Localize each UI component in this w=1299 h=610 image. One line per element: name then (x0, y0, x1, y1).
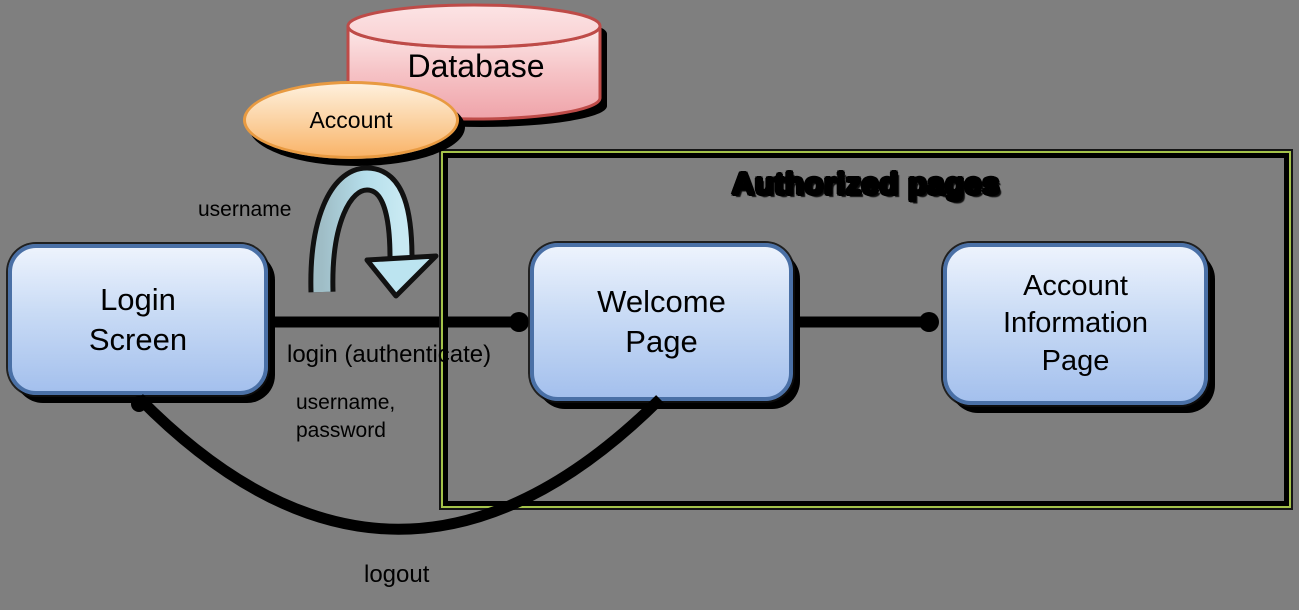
account-entity: Account (243, 81, 459, 159)
database-label: Database (407, 48, 545, 84)
curved-arrow-icon (308, 165, 439, 299)
edge-endpoint-dot-logout (131, 396, 147, 412)
edge-logout (135, 394, 664, 535)
edge-endpoint-dot-welcome (509, 312, 529, 332)
node-welcome-page-label: Welcome Page (597, 284, 726, 359)
database-top (346, 3, 602, 49)
node-account-information-page: Account Information Page (943, 243, 1208, 405)
authorized-pages-title: Authorized pages (731, 166, 1001, 201)
account-entity-label: Account (309, 106, 393, 133)
login-authenticate-edge-label: login (authenticate) (287, 341, 492, 368)
node-account-information-page-label: Account Information Page (1002, 270, 1149, 377)
username-edge-label: username (198, 198, 292, 221)
logout-edge-label: logout (364, 561, 430, 588)
node-welcome-page: Welcome Page (530, 243, 793, 401)
node-login-screen-label: Login Screen (88, 281, 188, 357)
node-login-screen: Login Screen (8, 244, 268, 395)
curved-arrow-shaft (313, 170, 410, 293)
authorized-pages-box: Authorized pages (443, 153, 1289, 506)
edge-endpoint-dot-account-info (919, 312, 939, 332)
credentials-edge-label: username, password (296, 391, 396, 443)
curved-arrow-head (364, 253, 439, 299)
